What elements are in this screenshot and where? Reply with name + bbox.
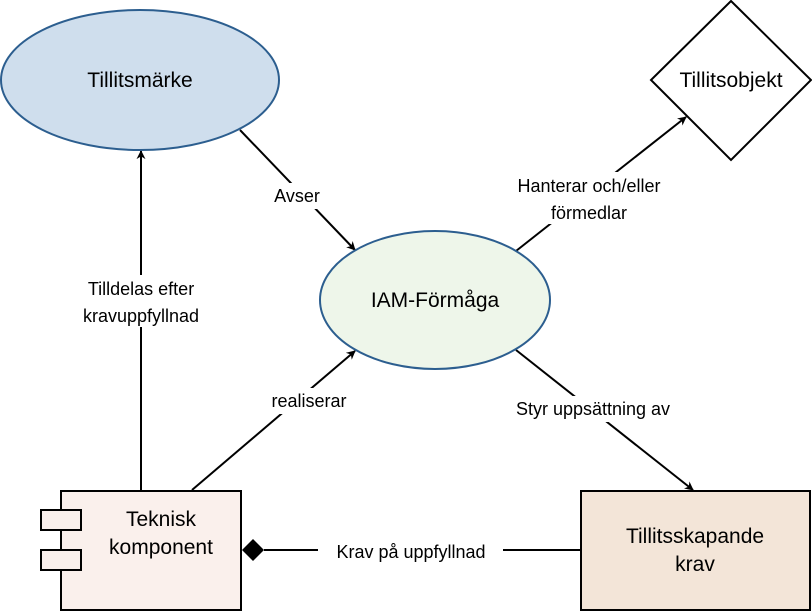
edge-label-krav-pa: Krav på uppfyllnad bbox=[336, 542, 485, 562]
edge-label-hanterar-line2: förmedlar bbox=[551, 203, 627, 223]
component-port-bottom bbox=[40, 549, 82, 571]
teknisk-komponent-shape bbox=[60, 490, 242, 611]
node-iam-formaga[interactable]: IAM-Förmåga bbox=[319, 230, 551, 370]
edge-label-hanterar-line1: Hanterar och/eller bbox=[517, 176, 660, 196]
iam-formaga-label: IAM-Förmåga bbox=[371, 289, 500, 312]
iam-formaga-shape bbox=[319, 230, 551, 370]
tillitsobjekt-shape bbox=[649, 0, 812, 162]
edge-label-tilldelas-line1: Tilldelas efter bbox=[88, 279, 194, 299]
node-teknisk-komponent[interactable]: Teknisk komponent bbox=[40, 490, 242, 611]
node-tillitsobjekt[interactable]: Tillitsobjekt bbox=[649, 0, 812, 162]
node-tillitsskapande-krav[interactable]: Tillitsskapande krav bbox=[580, 490, 811, 611]
teknisk-komponent-label-line1: Teknisk bbox=[126, 508, 197, 531]
tillitsobjekt-label: Tillitsobjekt bbox=[679, 69, 782, 92]
composition-diamond bbox=[242, 539, 264, 561]
edge-label-styr: Styr uppsättning av bbox=[516, 399, 670, 419]
edge-label-avser: Avser bbox=[274, 186, 320, 206]
tillitsmarke-shape bbox=[0, 9, 280, 151]
tillitsskapande-krav-label-line1: Tillitsskapande bbox=[626, 525, 764, 548]
edge-realiserar bbox=[191, 350, 356, 491]
teknisk-komponent-label-line2: komponent bbox=[109, 536, 213, 559]
component-port-top bbox=[40, 509, 82, 531]
tillitsskapande-krav-shape bbox=[580, 490, 811, 611]
edge-label-realiserar: realiserar bbox=[271, 391, 346, 411]
edge-label-tilldelas-line2: kravuppfyllnad bbox=[83, 306, 199, 326]
tillitsmarke-label: Tillitsmärke bbox=[87, 69, 192, 92]
tillitsskapande-krav-label-line2: krav bbox=[675, 553, 715, 576]
node-tillitsmarke[interactable]: Tillitsmärke bbox=[0, 9, 280, 151]
